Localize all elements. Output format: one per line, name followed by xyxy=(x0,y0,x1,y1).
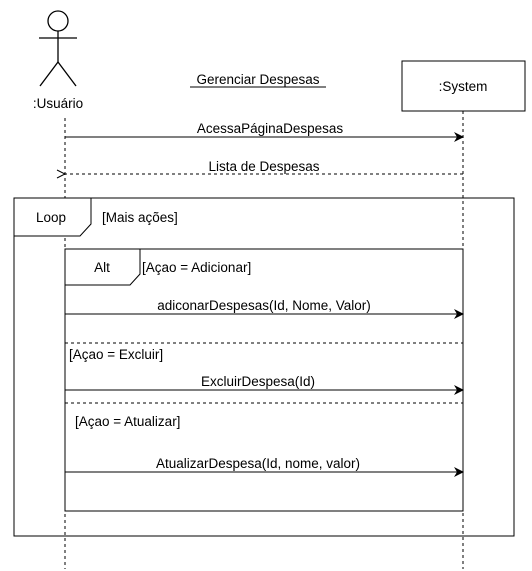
system-box xyxy=(401,60,526,112)
alt-guard-add: [Açao = Adicionar] xyxy=(142,260,251,275)
message-delete-label: ExcluirDespesa(Id) xyxy=(201,374,315,389)
loop-guard: [Mais ações] xyxy=(102,210,178,225)
loop-operator-tab xyxy=(13,197,92,237)
diagram-title: Gerenciar Despesas xyxy=(196,72,319,87)
actor-label: :Usuário xyxy=(33,96,83,111)
alt-operator-tab xyxy=(64,248,141,286)
loop-fragment xyxy=(13,197,515,537)
system-label: :System xyxy=(439,79,488,94)
message-return-label: Lista de Despesas xyxy=(208,159,319,174)
actor-icon xyxy=(39,10,77,87)
alt-guard-delete: [Açao = Excluir] xyxy=(69,347,163,362)
alt-fragment xyxy=(64,248,464,512)
message-access-label: AcessaPáginaDespesas xyxy=(197,121,344,136)
message-update-label: AtualizarDespesa(Id, nome, valor) xyxy=(156,456,360,471)
loop-operator-label: Loop xyxy=(36,210,66,225)
message-add-label: adiconarDespesas(Id, Nome, Valor) xyxy=(157,298,371,313)
alt-operator-label: Alt xyxy=(94,260,110,275)
alt-guard-update: [Açao = Atualizar] xyxy=(75,414,180,429)
